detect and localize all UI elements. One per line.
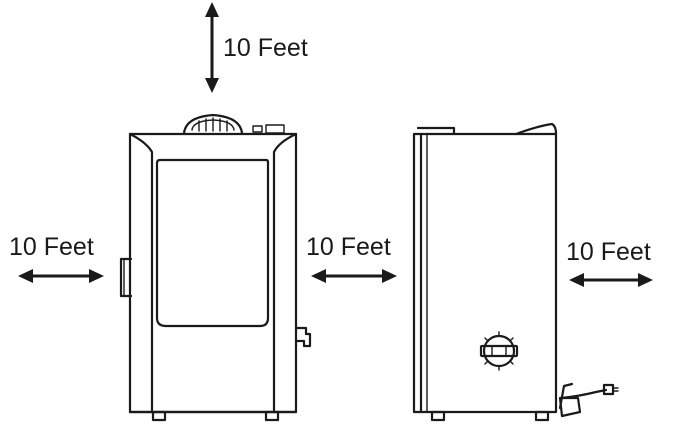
- top-vent-dome: [182, 113, 244, 135]
- left-clearance-label: 10 Feet: [9, 233, 94, 261]
- appliance-side-view: [412, 122, 619, 422]
- foot-right: [264, 410, 280, 422]
- right-clearance-label: 10 Feet: [566, 238, 651, 266]
- side-dial: [479, 331, 519, 371]
- right-clearance-arrow: [569, 273, 653, 287]
- side-foot-right: [534, 410, 550, 422]
- middle-clearance-arrow: [311, 269, 397, 283]
- top-clearance-label: 10 Feet: [223, 34, 308, 62]
- side-foot-left: [430, 410, 446, 422]
- left-clearance-arrow: [18, 269, 104, 283]
- front-body: [128, 132, 298, 414]
- side-body: [412, 132, 558, 414]
- appliance-front-view: [119, 113, 312, 422]
- middle-clearance-label: 10 Feet: [306, 233, 391, 261]
- front-window: [155, 158, 270, 328]
- front-knob: [294, 326, 312, 348]
- foot-left: [151, 410, 167, 422]
- power-cord: [558, 382, 619, 418]
- top-clearance-arrow: [205, 2, 219, 93]
